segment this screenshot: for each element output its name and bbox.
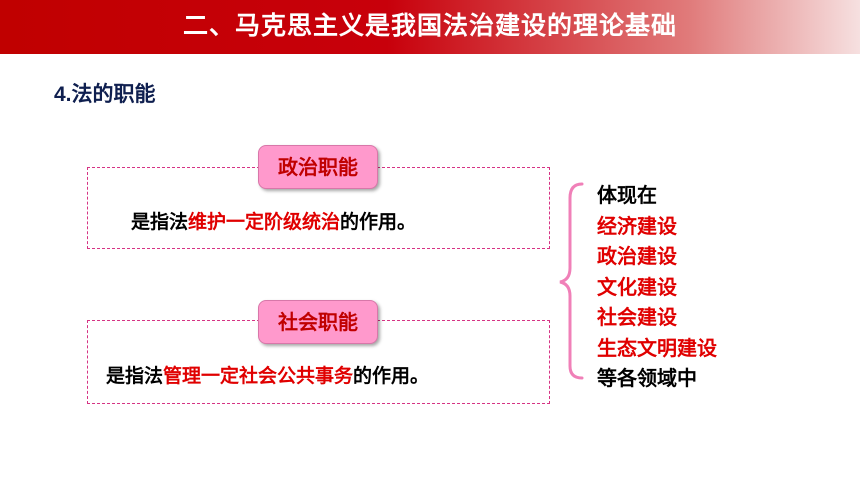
header-bar [0, 0, 860, 54]
fields-outro: 等各领域中 [597, 366, 697, 390]
curly-brace-icon [559, 182, 584, 380]
political-suffix: 的作用。 [340, 211, 417, 233]
field-item: 经济建设 [597, 213, 677, 238]
field-item: 生态文明建设 [597, 335, 717, 360]
political-prefix: 是指法 [131, 211, 189, 233]
social-prefix: 是指法 [106, 365, 164, 387]
field-item: 社会建设 [597, 305, 677, 329]
social-function-label: 社会职能 [258, 300, 378, 344]
field-item: 文化建设 [597, 274, 677, 299]
slide-title: 二、马克思主义是我国法治建设的理论基础 [182, 11, 677, 40]
social-highlight: 管理一定社会公共事务 [163, 365, 354, 387]
political-function-label: 政治职能 [258, 145, 378, 189]
field-item: 政治建设 [597, 244, 677, 268]
political-function-text: 是指法维护一定阶级统治的作用。 [131, 207, 416, 234]
section-title: 4.法的职能 [54, 83, 156, 106]
political-highlight: 维护一定阶级统治 [188, 211, 341, 233]
fields-intro: 体现在 [597, 183, 657, 207]
social-suffix: 的作用。 [353, 365, 430, 387]
fields-list: 体现在 经济建设 政治建设 文化建设 社会建设 生态文明建设 等各领域中 [597, 180, 717, 394]
social-function-text: 是指法管理一定社会公共事务的作用。 [106, 361, 429, 388]
